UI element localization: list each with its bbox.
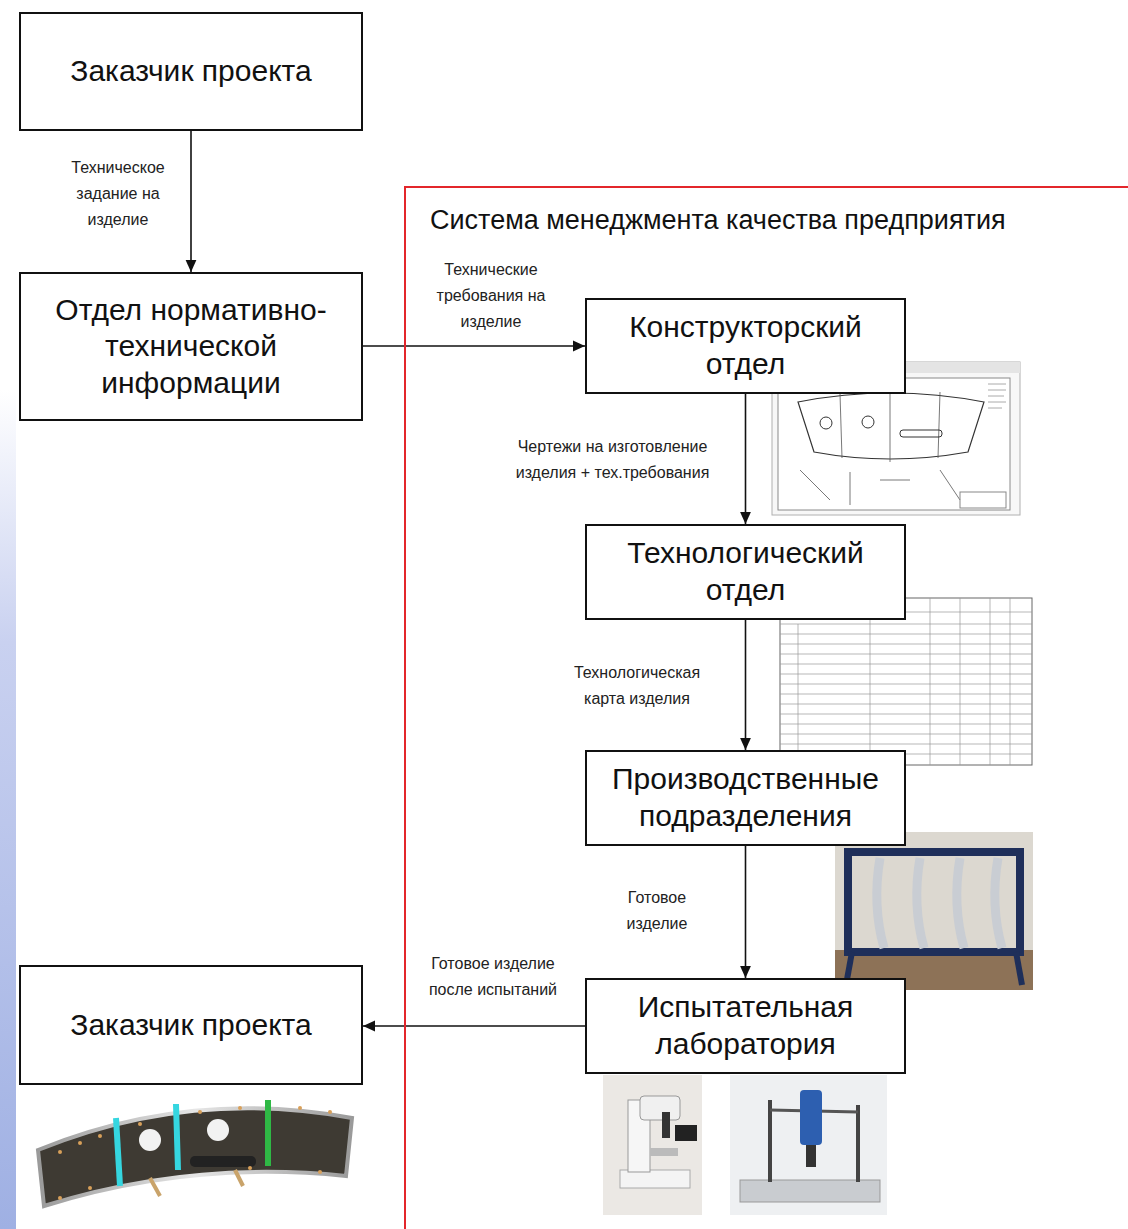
flow-label: Готовое изделие после испытаний [417, 951, 569, 1003]
microscope-photo [603, 1075, 702, 1215]
box-label: Технологический отдел [599, 535, 892, 608]
flow-arrow [363, 1025, 585, 1027]
flow-label: Готовое изделие [616, 885, 698, 937]
actor-box: Заказчик проекта [19, 965, 363, 1085]
box-label: Конструкторский отдел [599, 309, 892, 382]
department-box: Отдел нормативно-технической информации [19, 272, 363, 421]
process-sheet [780, 598, 1032, 765]
panel-3d-model [38, 1100, 352, 1206]
test-rig-photo [730, 1075, 887, 1215]
flow-arrow [745, 620, 747, 750]
box-label: Испытательная лаборатория [599, 989, 892, 1062]
flow-arrow [745, 394, 747, 524]
flow-arrow [363, 345, 585, 347]
production-photo [835, 832, 1033, 990]
department-box: Технологический отдел [585, 524, 906, 620]
box-label: Заказчик проекта [70, 1007, 311, 1044]
department-box: Конструкторский отдел [585, 298, 906, 394]
system-region: Система менеджмента качества предприятия… [404, 186, 1128, 1229]
flow-label: Технические требования на изделие [434, 257, 548, 335]
flow-label: Техническое задание на изделие [63, 155, 173, 233]
flow-arrow [745, 846, 747, 978]
flow-arrow [190, 131, 192, 272]
box-label: Производственные подразделения [599, 761, 892, 834]
box-label: Отдел нормативно-технической информации [33, 292, 349, 402]
region-heading: Система менеджмента качества предприятия [430, 204, 1118, 236]
box-label: Заказчик проекта [70, 53, 311, 90]
side-bar [0, 390, 16, 1229]
department-box: Испытательная лаборатория [585, 978, 906, 1074]
flow-label: Чертежи на изготовление изделия + тех.тр… [490, 434, 735, 486]
department-box: Производственные подразделения [585, 750, 906, 846]
actor-box: Заказчик проекта [19, 12, 363, 131]
flow-label: Технологическая карта изделия [562, 660, 712, 712]
